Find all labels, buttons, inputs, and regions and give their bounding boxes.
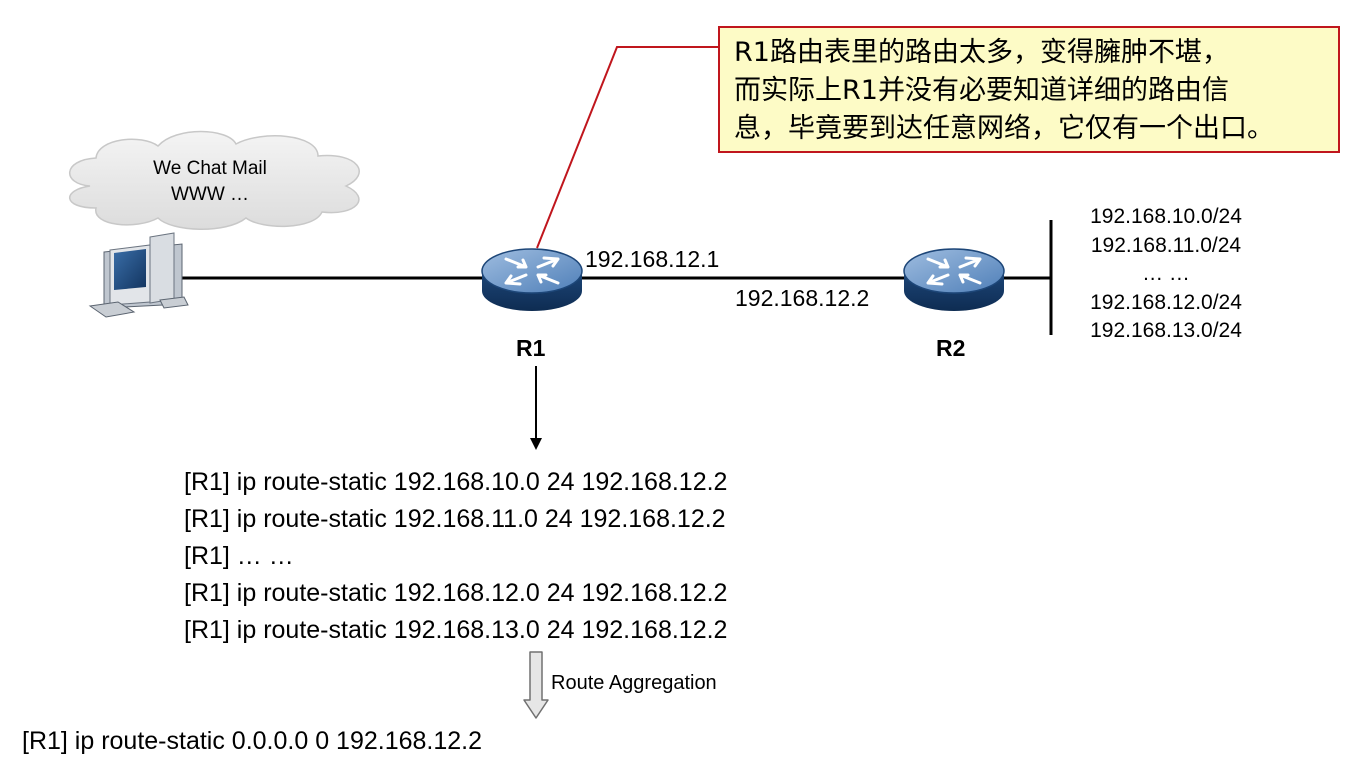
explanation-callout: R1路由表里的路由太多，变得臃肿不堪， 而实际上R1并没有必要知道详细的路由信 … bbox=[718, 26, 1340, 153]
command-line: [R1] … … bbox=[184, 542, 294, 570]
pc-icon bbox=[88, 232, 189, 318]
callout-leader-line bbox=[536, 46, 719, 249]
router-r2-icon bbox=[903, 248, 1005, 311]
route-aggregation-label: Route Aggregation bbox=[551, 672, 717, 694]
subnet-item: 192.168.13.0/24 bbox=[1090, 319, 1242, 342]
static-route-commands: [R1] ip route-static 192.168.10.0 24 192… bbox=[184, 464, 727, 649]
callout-line: R1路由表里的路由太多，变得臃肿不堪， bbox=[734, 37, 1229, 68]
callout-line: 息，毕竟要到达任意网络，它仅有一个出口。 bbox=[734, 113, 1274, 144]
subnet-item: 192.168.11.0/24 bbox=[1090, 233, 1242, 257]
cloud-line-www: WWW … bbox=[170, 184, 250, 205]
subnet-list: 192.168.10.0/24 192.168.11.0/24 … … 192.… bbox=[1060, 203, 1272, 346]
r1-interface-ip: 192.168.12.1 bbox=[585, 246, 720, 272]
command-line: [R1] ip route-static 192.168.12.0 24 192… bbox=[184, 579, 728, 607]
callout-line: 而实际上R1并没有必要知道详细的路由信 bbox=[734, 75, 1229, 106]
router-r2-label: R2 bbox=[936, 335, 966, 361]
subnet-item: 192.168.12.0/24 bbox=[1090, 290, 1242, 314]
subnet-item: 192.168.10.0/24 bbox=[1090, 205, 1242, 228]
command-line: [R1] ip route-static 192.168.10.0 24 192… bbox=[184, 468, 728, 496]
command-line: [R1] ip route-static 192.168.13.0 24 192… bbox=[184, 616, 728, 644]
cloud-line-apps: We Chat Mail bbox=[153, 158, 267, 179]
command-line: [R1] ip route-static 192.168.11.0 24 192… bbox=[184, 505, 726, 533]
r2-interface-ip: 192.168.12.2 bbox=[735, 285, 870, 311]
router-r1-label: R1 bbox=[516, 335, 546, 361]
subnet-item: … … bbox=[1142, 262, 1190, 285]
aggregation-arrow bbox=[523, 651, 549, 719]
summary-route-command: [R1] ip route-static 0.0.0.0 0 192.168.1… bbox=[22, 727, 483, 755]
router-r1-icon bbox=[481, 248, 583, 311]
down-arrow bbox=[530, 366, 542, 450]
thought-cloud bbox=[69, 130, 360, 230]
cloud-text: We Chat Mail WWW … bbox=[115, 156, 305, 208]
